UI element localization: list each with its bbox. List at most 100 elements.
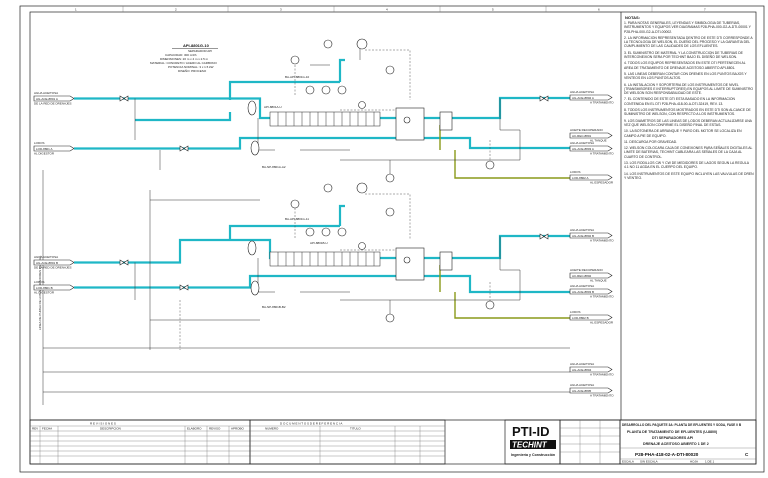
note-2: 2. LA INFORMACION REPRESENTADA DENTRO DE… xyxy=(624,35,753,49)
svg-text:LOD-8802 A: LOD-8802 A xyxy=(572,176,589,180)
note-14: 14. LOS INSTRUMENTOS DE ESTE EQUIPO INCL… xyxy=(624,171,754,180)
pump-b xyxy=(356,182,368,194)
notes-heading: NOTAS: xyxy=(625,15,640,20)
right-label-8: LODOS LOD-8802 B AL ESPESADOR xyxy=(569,310,614,325)
zone-3: 3 xyxy=(280,8,282,12)
svg-text:AG-ACE-8803 B: AG-ACE-8803 B xyxy=(572,290,594,294)
left-label-1-tag: AG-ACE-8801 A xyxy=(36,97,58,101)
scale-value: SIN ESCALA xyxy=(640,460,658,464)
zone-6: 6 xyxy=(598,8,600,12)
equipment-line-3: DIMENSIONES: 20 m x 4 m x 2.5 m xyxy=(160,57,209,61)
svg-text:AL TANQUE: AL TANQUE xyxy=(590,279,607,283)
svg-text:A TRATAMIENTO: A TRATAMIENTO xyxy=(590,101,614,105)
equipment-line-2: CAPACIDAD: 300 m3/h xyxy=(165,53,197,57)
notes-text: 1. PARA NOTAS GENERALES, LEYENDAS Y SIMB… xyxy=(624,21,754,180)
project-name: DESARROLLO DEL PAQUETE 3A: PLANTA DE EFL… xyxy=(622,423,742,427)
vertical-note: LINEA DE PURGA DE LOS SEPARADORES DE AGU… xyxy=(38,256,42,330)
logo-sub: Ingeniería y Construcción xyxy=(511,453,555,457)
svg-text:LOD-8802 B: LOD-8802 B xyxy=(572,316,589,320)
outer-frame xyxy=(19,5,765,473)
local-panel-b xyxy=(395,247,425,281)
zone-1: 1 xyxy=(75,8,77,12)
left-label-3: AGUA ACEITOSA AG-ACE-8801 B DE LA RED DE… xyxy=(33,255,75,270)
svg-text:AGUA ACEITOSA: AGUA ACEITOSA xyxy=(570,141,594,145)
note-4: 4. TODOS LOS EQUIPOS REPRESENTADOS EN ES… xyxy=(624,61,746,70)
svg-text:A TRATAMIENTO: A TRATAMIENTO xyxy=(590,295,614,299)
equipment-tag-top: API-8801G-10 xyxy=(183,43,210,48)
local-panel-a xyxy=(395,107,425,141)
tank-b1 xyxy=(247,240,257,256)
zone-7: 7 xyxy=(704,8,706,12)
note-3: 3. EL SUMINISTRO DE MATERIAL Y LA CONSTR… xyxy=(624,50,743,60)
pump-a-tag: BA-NP-8801A-A2 xyxy=(262,165,286,169)
svg-text:A TRATAMIENTO: A TRATAMIENTO xyxy=(590,373,614,377)
references-header: D O C U M E N T O S D E R E F E R E N C … xyxy=(280,422,342,426)
svg-text:LODOS: LODOS xyxy=(570,310,581,314)
left-label-1-desc: DE LA RED DE DRENAJES xyxy=(34,102,72,106)
tank-a1 xyxy=(247,100,257,116)
left-label-3-tag: AG-ACE-8801 B xyxy=(36,261,58,265)
svg-text:A TRATAMIENTO: A TRATAMIENTO xyxy=(590,152,614,156)
train-a-piping: API-8801A-U BA-API-8801G-10 BA-NP-8801A-… xyxy=(74,38,570,183)
col-number: NUMERO xyxy=(265,427,279,431)
zone-5: 5 xyxy=(492,8,494,12)
note-6: 6. LA INSTALACION Y SOPORTERIA DE LOS IN… xyxy=(624,82,754,96)
title-block: R E V I S I O N E S REV FECHA DESCRIPCIO… xyxy=(29,419,757,465)
revision-letter: C xyxy=(745,452,749,457)
plant-name: PLANTA DE TRATAMIENTO DE EFLUENTES (U-88… xyxy=(627,430,718,434)
svg-text:AC-REC-8801: AC-REC-8801 xyxy=(572,134,592,138)
note-1: 1. PARA NOTAS GENERALES, LEYENDAS Y SIMB… xyxy=(624,21,751,34)
col-by: ELABORO xyxy=(187,427,202,431)
svg-text:AGUA ACEITOSA: AGUA ACEITOSA xyxy=(570,284,594,288)
note-12: 12. WELSON COLOCARA CAJA DE CONEXIONES P… xyxy=(624,146,753,159)
svg-text:AGUA ACEITOSA: AGUA ACEITOSA xyxy=(570,228,594,232)
svg-text:AGUA ACEITOSA: AGUA ACEITOSA xyxy=(570,362,594,366)
note-10: 10. LA BOTONERA DE ARRANQUE Y PARO DEL M… xyxy=(624,129,742,138)
left-label-4: LODOS LOD-8801 B AL DIGESTOR xyxy=(33,280,75,295)
col-date: FECHA xyxy=(42,427,52,431)
pump-a xyxy=(356,38,368,50)
right-label-4: LODOS LOD-8802 A AL ESPESADOR xyxy=(569,170,614,185)
col-desc: DESCRIPCION xyxy=(100,427,121,431)
svg-text:A TRATAMIENTO: A TRATAMIENTO xyxy=(590,239,614,243)
drain-lines xyxy=(43,190,570,393)
notes-panel: NOTAS: 1. PARA NOTAS GENERALES, LEYENDAS… xyxy=(624,15,754,180)
svg-text:A TRATAMIENTO: A TRATAMIENTO xyxy=(590,394,614,398)
left-label-2-desc: AL DIGESTOR xyxy=(34,152,55,156)
note-13: 13. LOS RODILLOS CW Y CW DE MEDIDORES DE… xyxy=(624,161,749,170)
left-label-4-tag: LOD-8801 B xyxy=(36,286,53,290)
svg-text:AG-ACE-8802 A: AG-ACE-8802 A xyxy=(572,96,594,100)
svg-text:AG-ACE-8805: AG-ACE-8805 xyxy=(572,389,592,393)
left-label-2-title: LODOS xyxy=(34,141,45,145)
tank-a2 xyxy=(250,140,260,156)
col-title: TITULO xyxy=(350,427,361,431)
note-5: 5. LAS LINEAS DEBERAN CONTAR CON DRENES … xyxy=(624,71,747,81)
left-label-1: AGUA ACEITOSA AG-ACE-8801 A DE LA RED DE… xyxy=(33,91,75,106)
zone-markers-top: 1 2 3 4 5 6 7 xyxy=(75,6,706,12)
left-label-1-title: AGUA ACEITOSA xyxy=(34,91,58,95)
equipment-line-6: DISEÑO: PROCESO xyxy=(178,68,207,73)
note-8: 8. TODOS LOS INSTRUMENTOS MOSTRADOS EN E… xyxy=(624,108,751,117)
note-9: 9. LOS DIAMETROS DE LAS LINEAS DE LODOS … xyxy=(624,118,752,127)
left-label-3-title: AGUA ACEITOSA xyxy=(34,255,58,259)
train-b-label: API-8801B-U xyxy=(310,241,328,245)
left-label-4-title: LODOS xyxy=(34,280,45,284)
note-7: 7. EL CONTENIDO DE ESTE DTI ESTA BASADO … xyxy=(624,97,735,106)
svg-text:AGUA ACEITOSA: AGUA ACEITOSA xyxy=(570,383,594,387)
svg-text:LODOS: LODOS xyxy=(570,170,581,174)
drawing-title: DRENAJE ACEITOSO ABIERTO 1 DE 2 xyxy=(643,442,709,446)
col-approved: APROBO xyxy=(231,427,245,431)
train-b-piping: API-8801B-U BA-API-8801G-11 BA-NP-8801B-… xyxy=(74,182,570,350)
zone-4: 4 xyxy=(386,8,388,12)
equipment-line-1: SEPARADOR API xyxy=(188,49,212,53)
svg-text:ACEITE RECUPERADO: ACEITE RECUPERADO xyxy=(570,268,604,272)
col-reviewed: REVISO xyxy=(209,427,221,431)
right-label-3: AGUA ACEITOSA AG-ACE-8803 A A TRATAMIENT… xyxy=(569,141,614,156)
right-label-2: ACEITE RECUPERADO AC-REC-8801 AL TANQUE xyxy=(569,128,613,143)
svg-text:AL TANQUE: AL TANQUE xyxy=(590,139,607,143)
blower-a xyxy=(323,39,333,49)
right-label-5: AGUA ACEITOSA AG-ACE-8802 B A TRATAMIENT… xyxy=(569,228,614,243)
svg-text:AL ESPESADOR: AL ESPESADOR xyxy=(590,321,614,325)
note-11: 11. DESCARGA POR GRAVEDAD. xyxy=(624,139,678,144)
blower-b xyxy=(323,183,333,193)
